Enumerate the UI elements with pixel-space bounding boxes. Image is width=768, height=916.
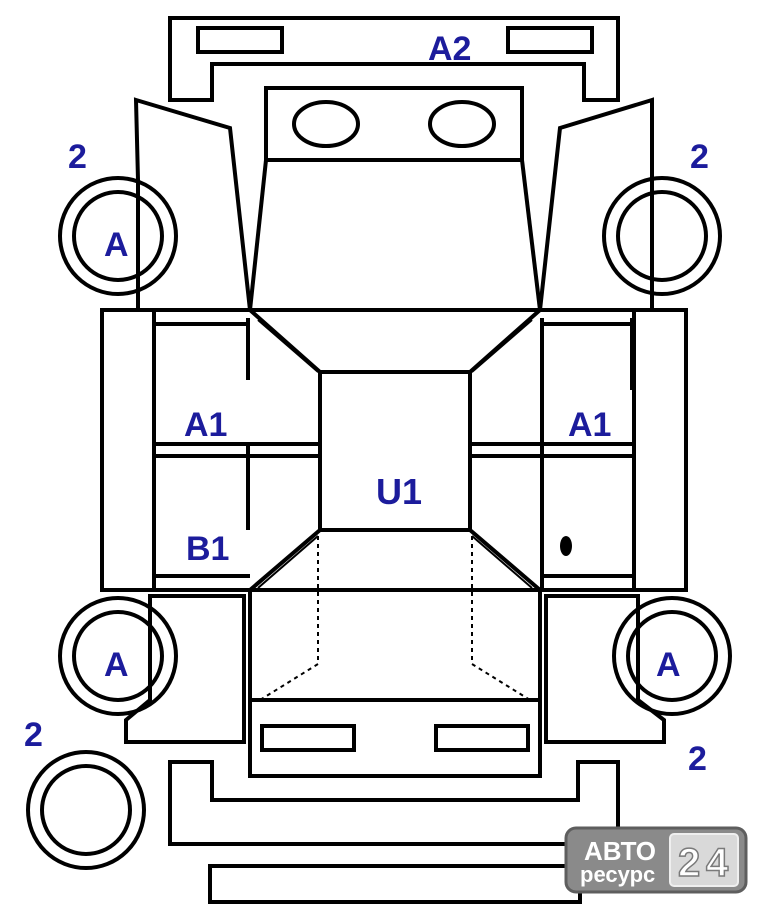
label-front-left-wheel: A <box>104 226 129 264</box>
hood <box>248 86 542 311</box>
taillight-left <box>260 724 356 752</box>
avtoresurs-logo: АВТО ресурс 2 4 <box>564 826 748 894</box>
taillight-right <box>434 724 530 752</box>
right-side <box>470 308 688 592</box>
damage-mark <box>560 536 572 556</box>
rear <box>248 536 542 778</box>
logo-word-avto: АВТО <box>584 836 656 866</box>
front-bumper <box>168 16 620 102</box>
label-rear-right-wheel: A <box>656 646 681 684</box>
rear-fenders <box>124 594 666 744</box>
label-front-left-count: 2 <box>68 138 87 176</box>
headlight-left <box>292 100 360 148</box>
logo-digit-4: 4 <box>706 841 729 885</box>
label-rear-right-count: 2 <box>688 740 707 778</box>
label-front-right-count: 2 <box>690 138 709 176</box>
wheel-front-left <box>58 176 178 296</box>
cabin <box>248 308 542 592</box>
rear-bumper <box>168 760 620 904</box>
front-fenders <box>133 97 654 312</box>
logo-word-resurs: ресурс <box>580 862 655 887</box>
left-side <box>100 308 320 592</box>
label-roof: U1 <box>376 471 422 512</box>
label-front-bumper: A2 <box>428 30 471 68</box>
spare-wheel <box>26 750 146 870</box>
wheel-front-right <box>602 176 722 296</box>
label-rear-left-wheel: A <box>104 646 129 684</box>
logo-digit-2: 2 <box>678 841 700 885</box>
label-door-front-right: A1 <box>568 406 611 444</box>
headlight-right <box>428 100 496 148</box>
label-door-rear-left: B1 <box>186 530 229 568</box>
wheel-rear-left <box>58 596 178 716</box>
label-spare-wheel-count: 2 <box>24 716 43 754</box>
label-door-front-left: A1 <box>184 406 227 444</box>
wheel-rear-right <box>612 596 732 716</box>
